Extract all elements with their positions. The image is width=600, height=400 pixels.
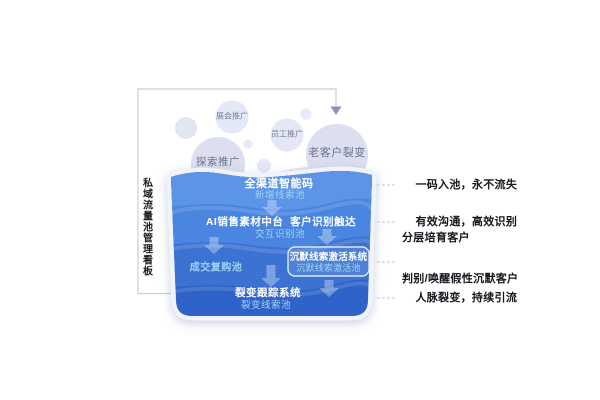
annotation-2: 有效沟通，高效识别 — [402, 202, 517, 243]
bubble-exhibition — [215, 100, 249, 134]
down-arrow-icon-4 — [261, 265, 281, 287]
loopback-arrow-head-icon — [330, 106, 342, 115]
annotation-line: 人脉裂变，持续引流 — [415, 291, 518, 304]
funnel-layer-1-fill — [171, 171, 372, 210]
bubble-decor-4 — [300, 108, 312, 120]
down-arrow-icon-1 — [262, 200, 282, 216]
bubble-decor-2 — [243, 139, 253, 149]
wave-highlight-3 — [171, 281, 372, 297]
traffic-pool-funnel — [166, 166, 377, 321]
bubble-decor-3 — [257, 159, 271, 173]
annotation-line: 分层培育客户 — [402, 232, 470, 244]
bubble-decor-1 — [175, 117, 197, 139]
annotation-4: 人脉裂变，持续引流 — [402, 278, 517, 319]
wave-highlight-2 — [171, 238, 372, 254]
bubble-staff — [270, 118, 304, 152]
annotation-line: 一码入池，永不流失 — [415, 178, 518, 191]
annotation-1: 一码入池，永不流失 — [402, 165, 517, 206]
down-arrow-icon-2 — [204, 237, 224, 254]
down-arrow-icon-5 — [319, 280, 339, 297]
down-arrow-icon-3 — [317, 229, 337, 245]
annotation-3: 分层培育客户 判别/唤醒假性沉默客户 — [402, 205, 518, 313]
wave-highlight-1 — [171, 200, 372, 216]
silent-leads-box — [287, 246, 370, 277]
annotation-line: 判别/唤醒假性沉默客户 — [402, 272, 519, 285]
annotation-line: 有效沟通，高效识别 — [415, 215, 518, 228]
